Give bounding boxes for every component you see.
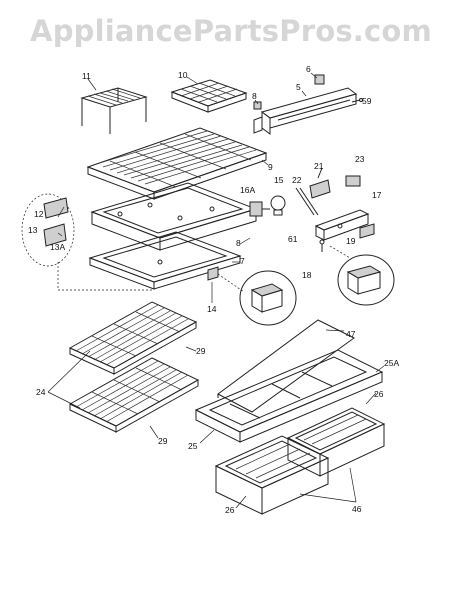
part-label-26b: 26 <box>225 505 235 515</box>
control-knob-part[interactable] <box>359 223 375 239</box>
part-label-10: 10 <box>178 70 188 80</box>
crisper-frame-part[interactable] <box>88 231 242 290</box>
part-label-23: 23 <box>355 154 365 164</box>
crisper-cover-glass-part[interactable] <box>217 319 355 413</box>
crisper-cover-frame-part[interactable] <box>194 349 384 443</box>
part-label-14: 14 <box>207 304 217 314</box>
crisper-drawer-part[interactable] <box>214 435 330 515</box>
egg-tray-part[interactable] <box>170 79 248 113</box>
part-label-8b: 8 <box>236 238 241 248</box>
shelf-support-part[interactable] <box>207 266 297 326</box>
part-labels: 11 10 8 6 5 59 9 12 13 13A 16A 15 22 21 … <box>28 64 399 515</box>
part-label-12: 12 <box>34 209 44 219</box>
part-label-13a: 13A <box>50 242 65 252</box>
light-housing-bar-part[interactable] <box>260 87 358 135</box>
part-label-59: 59 <box>362 96 372 106</box>
part-label-26a: 26 <box>374 389 384 399</box>
thermostat-part[interactable] <box>309 167 331 199</box>
part-label-61: 61 <box>288 234 298 244</box>
wire-shelf-part[interactable] <box>68 357 200 433</box>
crisper-drawer-part[interactable] <box>286 407 386 477</box>
control-rod-part[interactable] <box>295 187 319 216</box>
part-label-29a: 29 <box>196 346 206 356</box>
part-label-24: 24 <box>36 387 46 397</box>
glass-shelf-part[interactable] <box>86 127 268 200</box>
wire-shelf-part[interactable] <box>68 301 198 375</box>
part-label-7: 7 <box>240 256 245 266</box>
part-label-25: 25 <box>188 441 198 451</box>
light-socket-part[interactable] <box>249 201 270 217</box>
part-label-47: 47 <box>346 329 356 339</box>
part-label-5: 5 <box>296 82 301 92</box>
part-label-6: 6 <box>306 64 311 74</box>
part-label-15: 15 <box>274 175 284 185</box>
shelf-clip-part[interactable] <box>21 193 152 291</box>
part-label-18: 18 <box>302 270 312 280</box>
watermark: AppliancePartsPros.com <box>30 14 432 48</box>
part-label-19: 19 <box>346 236 356 246</box>
screw-part[interactable] <box>319 239 325 252</box>
light-switch-part[interactable] <box>345 175 361 187</box>
part-label-8: 8 <box>252 91 257 101</box>
shelf-frame-part[interactable] <box>90 182 258 251</box>
part-label-13: 13 <box>28 225 38 235</box>
part-label-16a: 16A <box>240 185 255 195</box>
bracket-part[interactable] <box>253 74 325 134</box>
wire-rack-part[interactable] <box>80 87 148 134</box>
screw-part[interactable] <box>351 98 363 103</box>
leader-lines <box>47 72 385 509</box>
part-label-9: 9 <box>268 162 273 172</box>
control-housing-part[interactable] <box>314 209 370 241</box>
part-label-22: 22 <box>292 175 302 185</box>
light-bulb-part[interactable] <box>270 195 286 216</box>
part-label-29b: 29 <box>158 436 168 446</box>
part-label-46: 46 <box>352 504 362 514</box>
part-label-11: 11 <box>82 71 91 81</box>
part-label-25a: 25A <box>384 358 399 368</box>
part-label-17: 17 <box>372 190 382 200</box>
part-label-21: 21 <box>314 161 324 171</box>
control-detail-part[interactable] <box>329 245 395 306</box>
